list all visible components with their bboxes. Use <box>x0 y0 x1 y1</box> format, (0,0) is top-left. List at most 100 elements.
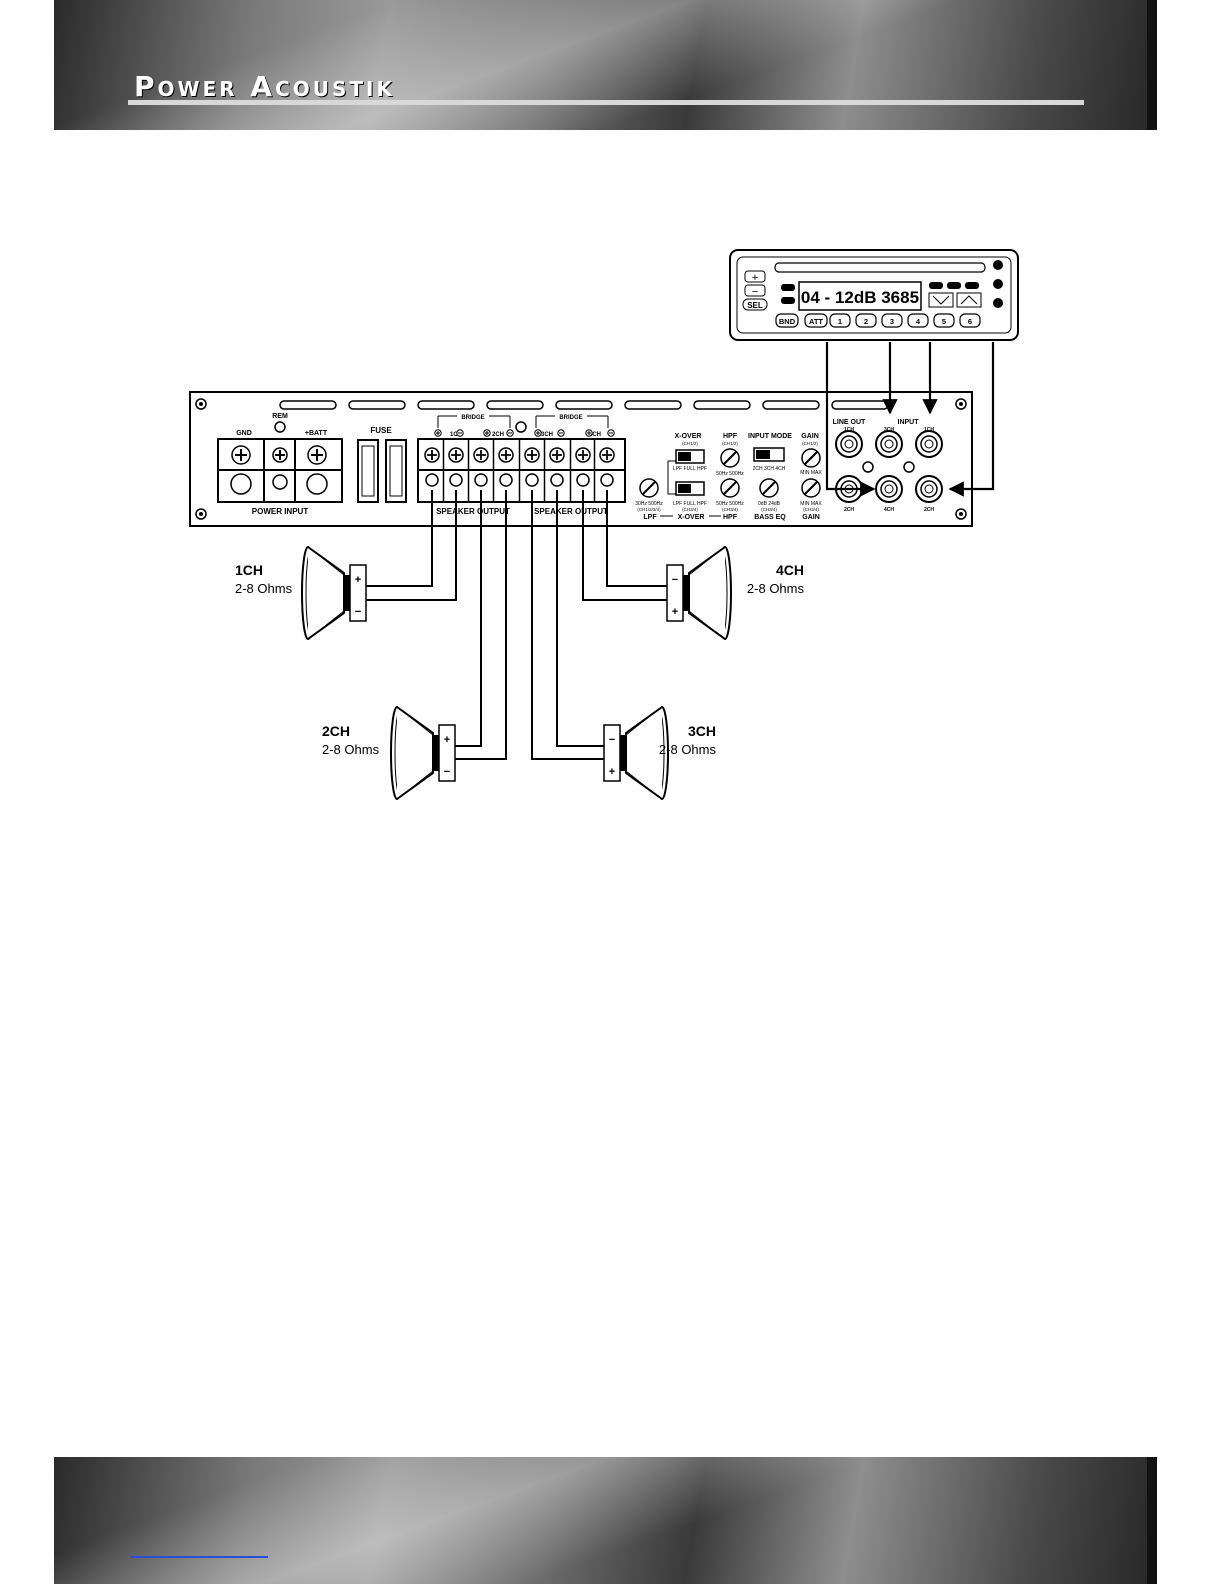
polarity-mark: − <box>672 574 678 586</box>
svg-text:−: − <box>752 286 758 298</box>
preset-button-att[interactable]: ATT <box>804 313 828 328</box>
polarity-mark: + <box>355 574 361 586</box>
amplifier: REM GND +BATT POWER INPUT FUSE <box>189 391 973 527</box>
preset-button-6[interactable]: 6 <box>959 313 981 328</box>
lpf-range: 30Hz 500Hz <box>635 501 663 507</box>
preset-label: 1 <box>838 317 842 326</box>
vent-slot <box>693 400 751 410</box>
hpf-knob-34[interactable] <box>720 478 740 498</box>
hpf-top-label: HPF <box>723 433 738 440</box>
speaker-terminal[interactable] <box>448 447 464 463</box>
input-mode-switch[interactable] <box>753 447 785 462</box>
speaker-terminal[interactable] <box>524 447 540 463</box>
vent-slot <box>624 400 682 410</box>
rca-jack[interactable] <box>915 475 943 503</box>
preset-button-2[interactable]: 2 <box>855 313 877 328</box>
speaker-terminal[interactable] <box>575 447 591 463</box>
volume-plus-button[interactable]: + <box>744 270 766 284</box>
preset-button-3[interactable]: 3 <box>881 313 903 328</box>
power-input-label: POWER INPUT <box>252 507 309 516</box>
vent-slot <box>486 400 544 410</box>
rca-label: 3CH <box>884 427 894 433</box>
gain-knob-12[interactable] <box>801 448 821 468</box>
preset-label: 4 <box>916 317 921 326</box>
rca-jack[interactable] <box>835 430 863 458</box>
seek-down-button[interactable] <box>928 292 954 308</box>
rem-screw-terminal[interactable] <box>272 447 288 463</box>
rca-jack[interactable] <box>875 475 903 503</box>
preset-button-bnd[interactable]: BND <box>775 313 799 328</box>
preset-button-5[interactable]: 5 <box>933 313 955 328</box>
mounting-screw <box>195 398 207 410</box>
seek-up-button[interactable] <box>956 292 982 308</box>
lpf-bottom-label: LPF <box>643 514 657 521</box>
xover-top-label: X-OVER <box>675 433 702 440</box>
rca-jack[interactable] <box>915 430 943 458</box>
speaker-terminal[interactable] <box>599 447 615 463</box>
line-out-label: LINE OUT <box>833 419 866 426</box>
speaker-terminal[interactable] <box>473 447 489 463</box>
xover-switch-12[interactable] <box>675 449 705 464</box>
rca-label: 1CH <box>924 427 934 433</box>
rem-terminal[interactable] <box>274 421 286 433</box>
preset-label: ATT <box>809 317 823 326</box>
preset-button-4[interactable]: 4 <box>907 313 929 328</box>
ch34-note: (CH3/4) <box>761 507 777 512</box>
lpf-knob[interactable] <box>639 478 659 498</box>
mounting-screw <box>195 508 207 520</box>
volume-minus-button[interactable]: − <box>744 284 766 298</box>
speaker-impedance-label: 2-8 Ohms <box>747 581 805 596</box>
vent-slot <box>417 400 475 410</box>
gnd-terminal[interactable] <box>231 445 251 465</box>
xover-switch-34[interactable] <box>675 481 705 496</box>
speaker-terminal[interactable] <box>549 447 565 463</box>
led-indicator <box>515 421 527 433</box>
input-mode-options: 2CH 3CH 4CH <box>753 466 786 472</box>
indicator-led <box>781 297 795 304</box>
vent-slot <box>279 400 337 410</box>
speaker-channel-label: 3CH <box>688 723 716 739</box>
plus-mark <box>534 429 542 437</box>
sel-button[interactable]: SEL <box>742 298 768 311</box>
hpf-knob-12[interactable] <box>720 448 740 468</box>
gnd-label: GND <box>236 430 252 437</box>
wire-port <box>230 473 252 495</box>
speaker-impedance-label: 2-8 Ohms <box>235 581 293 596</box>
speaker-channel-label: 1CH <box>235 562 263 578</box>
speaker-terminal[interactable] <box>424 447 440 463</box>
polarity-mark: + <box>609 766 615 778</box>
knob-dot <box>993 298 1003 308</box>
hpf-range-34: 50Hz 500Hz <box>716 501 744 507</box>
minus-mark <box>506 429 514 437</box>
rca-jack[interactable] <box>875 430 903 458</box>
input-mode-label: INPUT MODE <box>748 433 792 440</box>
xover-bottom-label: X-OVER <box>678 514 705 521</box>
bass-eq-knob[interactable] <box>759 478 779 498</box>
ch12-note: (CH1/2) <box>802 441 818 446</box>
brand-logo: Power Acoustik <box>134 70 395 103</box>
hpf-bottom-label: HPF <box>723 514 738 521</box>
ch12-note: (CH1/2) <box>682 441 698 446</box>
ch4-label: 4CH <box>589 432 601 438</box>
xover-options: LPF FULL HPF <box>673 466 707 472</box>
gain-top-label: GAIN <box>801 433 819 440</box>
mounting-screw <box>955 508 967 520</box>
indicator-led <box>947 282 961 289</box>
preset-button-1[interactable]: 1 <box>829 313 851 328</box>
bridge-label-34: BRIDGE <box>559 415 582 421</box>
rca-label: 2CH <box>924 507 934 513</box>
footer-link[interactable] <box>130 1556 268 1558</box>
header-band <box>54 0 1157 130</box>
wire-port <box>272 474 288 490</box>
hpf-range: 50Hz 500Hz <box>716 471 744 477</box>
gain-knob-34[interactable] <box>801 478 821 498</box>
preset-label: 6 <box>968 317 972 326</box>
lcd-display <box>798 281 922 311</box>
vent-slot <box>762 400 820 410</box>
batt-terminal[interactable] <box>307 445 327 465</box>
speaker-terminal[interactable] <box>498 447 514 463</box>
